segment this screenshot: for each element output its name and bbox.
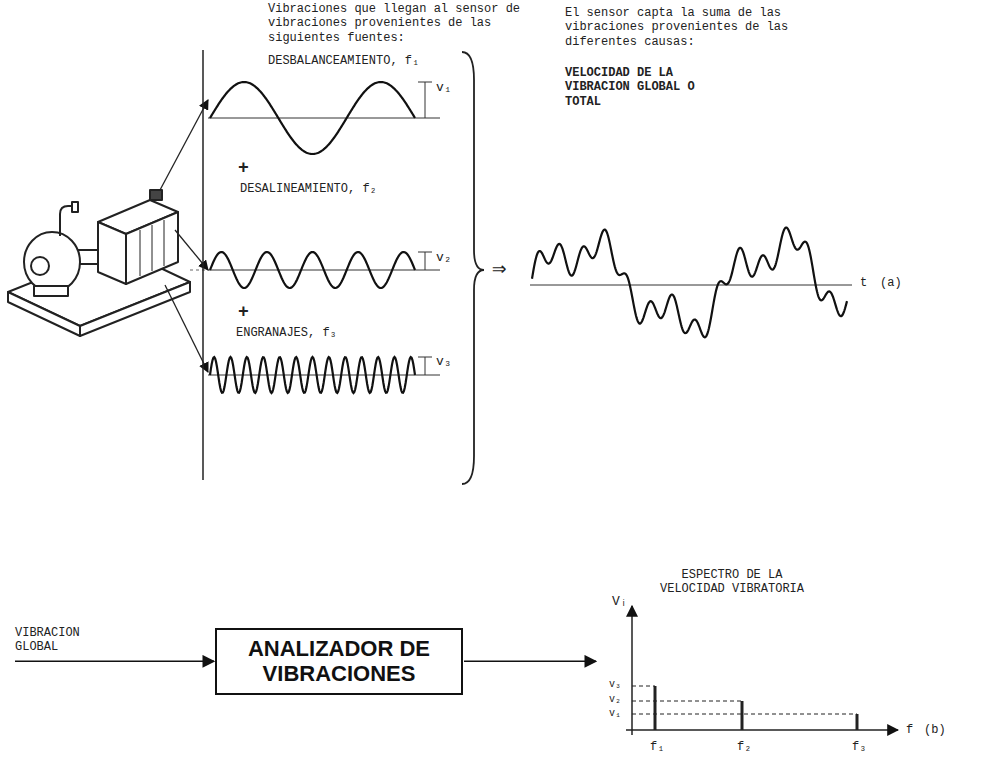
label: ENGRANAJES, f₃ [236, 326, 337, 340]
label: f₂ [737, 740, 751, 754]
machine-base-front [80, 282, 190, 336]
label: DESALINEAMIENTO, f₂ [240, 182, 377, 196]
label: v₁ [436, 80, 452, 96]
spectrum-bar [654, 686, 657, 730]
label: v₂ [609, 694, 621, 706]
label: (a) [880, 276, 902, 290]
label: ESPECTRO DE LA VELOCIDAD VIBRATORIA [652, 568, 812, 597]
label: (b) [924, 723, 946, 737]
motor-fin [152, 225, 153, 271]
waveform [210, 82, 415, 154]
label: El sensor capta la suma de las vibracion… [565, 6, 827, 49]
waveform [210, 252, 415, 288]
level-line [632, 714, 857, 715]
source-arrow [160, 100, 208, 190]
spectrum-bar [856, 714, 859, 730]
motor-side [126, 212, 178, 284]
waveform [210, 357, 415, 393]
label: VIBRACION GLOBAL [15, 626, 115, 655]
dotted-line [190, 269, 208, 270]
label: + [238, 302, 249, 324]
source-arrow [165, 285, 208, 372]
spectrum-y-axis [631, 606, 633, 735]
label: v₃ [609, 679, 621, 691]
box-text: ANALIZADOR DE VIBRACIONES [229, 636, 449, 687]
sum-bracket [462, 52, 484, 484]
spectrum-bar [741, 701, 744, 730]
motor-front [98, 222, 126, 284]
amplitude-tick [425, 252, 426, 270]
label: f₁ [650, 740, 664, 754]
label: f₃ [852, 740, 866, 754]
separator-line [202, 50, 204, 480]
analyzer-box: ANALIZADOR DE VIBRACIONES [215, 628, 463, 695]
pump-foot [34, 286, 68, 296]
label: VELOCIDAD DE LA VIBRACION GLOBAL O TOTAL [565, 66, 715, 109]
pump-flange [72, 202, 78, 212]
label: v₁ [609, 708, 621, 720]
label: f [906, 723, 913, 737]
machine-drawing [8, 190, 190, 336]
label: + [238, 158, 249, 180]
label: v₃ [436, 354, 452, 370]
waveform [532, 228, 847, 338]
signal-arrow [15, 660, 214, 662]
label: ⇒ [492, 256, 506, 285]
label: DESBALANCEAMIENTO, f₁ [268, 54, 419, 68]
level-line [632, 701, 742, 702]
signal-arrow [464, 660, 596, 662]
time-axis [530, 285, 852, 286]
label: Vᵢ [612, 594, 628, 610]
motor-fin [140, 230, 141, 276]
pump-volute [24, 232, 80, 292]
label: v₂ [436, 250, 452, 266]
pump-inlet [31, 257, 49, 275]
machine-base-side [8, 292, 80, 336]
amplitude-tick [425, 82, 426, 118]
label: t [860, 276, 867, 290]
label: Vibraciones que llegan al sensor de vibr… [268, 2, 526, 45]
vibration-sensor [150, 190, 162, 200]
wave-axis [208, 118, 440, 119]
amplitude-tick [425, 357, 426, 375]
level-line [632, 686, 655, 687]
motor-fin [164, 220, 165, 266]
